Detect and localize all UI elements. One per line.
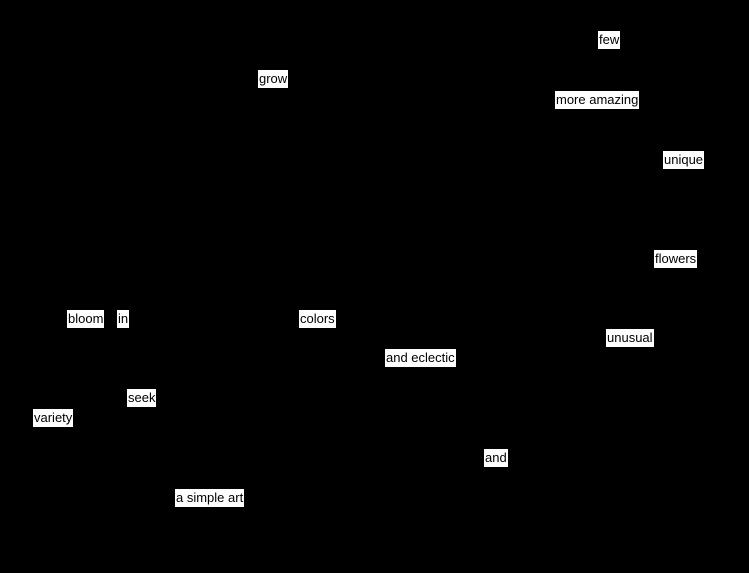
word-label-more-amazing: more amazing (555, 91, 640, 109)
word-label-unique: unique (663, 151, 705, 169)
word-label-grow: grow (258, 70, 289, 88)
word-label-a-simple-art: a simple art (175, 489, 245, 507)
word-label-seek: seek (127, 389, 157, 407)
word-label-flowers: flowers (654, 250, 698, 268)
word-label-colors: colors (299, 310, 336, 328)
word-label-variety: variety (33, 409, 74, 427)
word-label-and: and (484, 449, 508, 467)
word-label-unusual: unusual (606, 329, 654, 347)
word-label-bloom: bloom (67, 310, 105, 328)
word-label-few: few (598, 31, 621, 49)
word-label-in: in (117, 310, 130, 328)
word-label-and-eclectic: and eclectic (385, 349, 456, 367)
